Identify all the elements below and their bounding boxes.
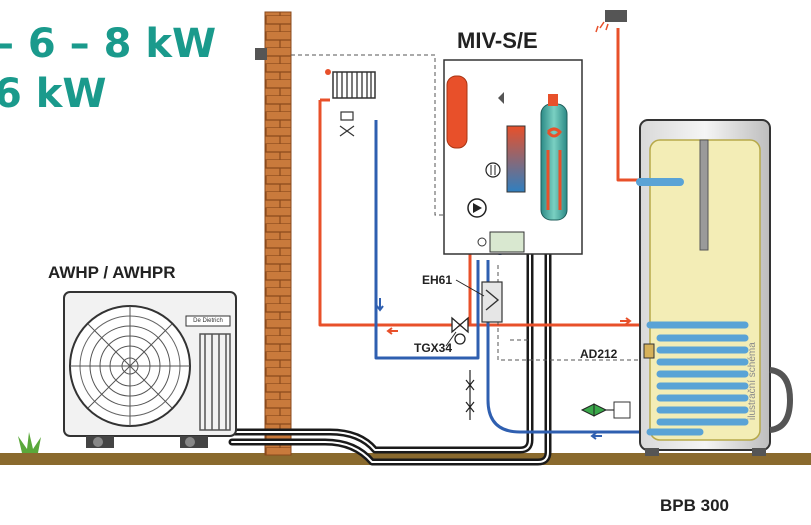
three-way-valve-label: TGX34	[414, 341, 453, 355]
sensor-label: AD212	[580, 347, 618, 361]
radiator-valve-icon	[339, 111, 355, 137]
outdoor-unit	[63, 291, 237, 448]
brand-badge: De Dietrich	[193, 318, 223, 324]
filling-valve-icon	[465, 370, 475, 420]
indoor-unit-label: MIV-S/E	[457, 28, 538, 53]
radiator-icon	[325, 69, 376, 99]
indoor-unit	[443, 59, 583, 255]
cold-water-inlet	[580, 401, 631, 419]
electric-heater-eh61	[481, 281, 503, 323]
three-way-valve-tgx34	[451, 316, 469, 345]
hot-water-tank-bpb300	[636, 119, 794, 456]
electric-heater-label: EH61	[422, 273, 453, 287]
title-power-range: – 6 – 8 kW	[0, 21, 217, 67]
tank-label: BPB 300	[660, 496, 729, 515]
title-power-value: 6 kW	[0, 71, 107, 117]
grass-icon	[18, 432, 41, 453]
outdoor-unit-label: AWHP / AWHPR	[48, 263, 176, 282]
credit-note: ilustrační schéma	[747, 342, 759, 420]
tap-icon	[595, 10, 627, 33]
brick-wall	[264, 11, 292, 456]
wall-sensor-icon	[255, 48, 267, 60]
flow-arrows	[376, 298, 632, 440]
